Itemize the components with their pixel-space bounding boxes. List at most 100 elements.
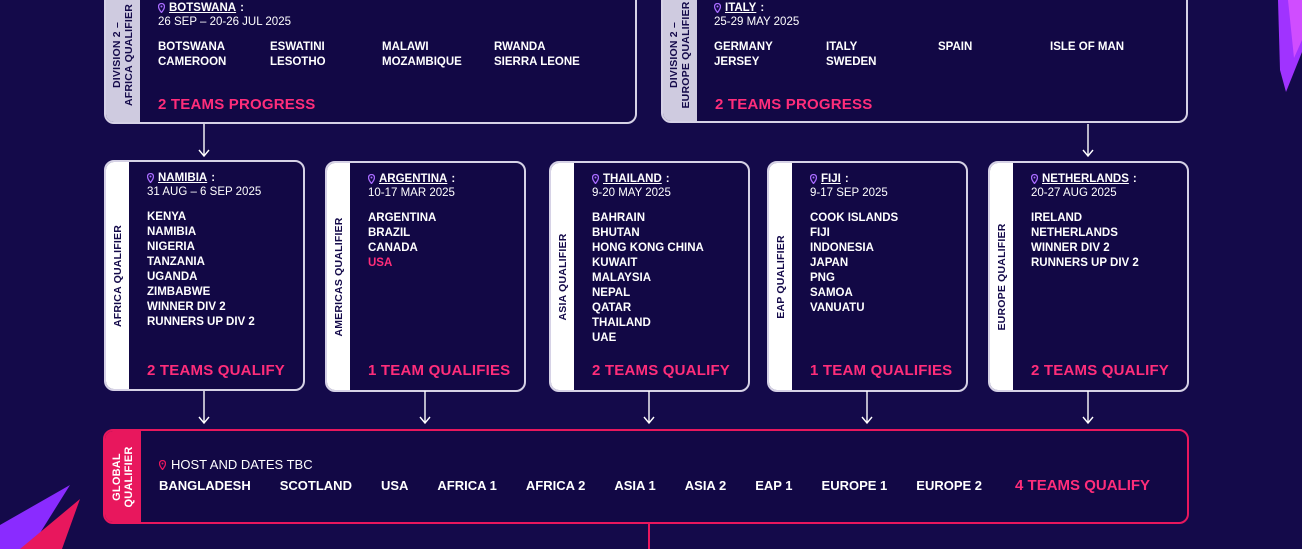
host-link[interactable]: THAILAND [603, 173, 662, 185]
div2-africa-label: DIVISION 2 – AFRICA QUALIFIER [111, 4, 135, 106]
team-name: ZIMBABWE [147, 286, 211, 298]
host-link[interactable]: ITALY [725, 2, 757, 14]
team-name: NEPAL [592, 287, 631, 299]
regional-label: AFRICA QUALIFIER [111, 224, 124, 327]
regional-label: AMERICAS QUALIFIER [332, 216, 345, 337]
arrow-down-icon [643, 391, 655, 425]
connector-line [648, 523, 650, 549]
team-name: SAMOA [810, 287, 853, 299]
team-name: EUROPE 1 [821, 478, 888, 493]
team-name: AFRICA 1 [437, 478, 497, 493]
team-name: WINNER DIV 2 [147, 301, 226, 313]
team-name: PNG [810, 272, 835, 284]
location: HOST AND DATES TBC [159, 457, 313, 472]
result-text: 1 TEAM QUALIFIES [810, 362, 953, 379]
team-name: BHUTAN [592, 227, 640, 239]
regional-eap-box: EAP QUALIFIER FIJI: 9-17 SEP 2025 COOK I… [767, 161, 968, 392]
team-name: ARGENTINA [368, 212, 437, 224]
dates: 25-29 MAY 2025 [714, 16, 800, 28]
team-name: UGANDA [147, 271, 198, 283]
regional-label: EAP QUALIFIER [774, 234, 787, 319]
regional-label: EUROPE QUALIFIER [995, 222, 1008, 331]
team-name: GERMANY [714, 41, 773, 53]
team-name: MALAYSIA [592, 272, 651, 284]
host-link[interactable]: ARGENTINA [379, 173, 448, 185]
div2-africa-label-strip: DIVISION 2 – AFRICA QUALIFIER [106, 0, 140, 122]
arrow-down-icon [198, 124, 210, 158]
result-text: 2 TEAMS QUALIFY [147, 362, 286, 379]
team-name: VANUATU [810, 302, 865, 314]
arrow-down-icon [198, 391, 210, 425]
team-name: SPAIN [938, 41, 973, 53]
host-link[interactable]: BOTSWANA [169, 2, 237, 14]
result-text: 2 TEAMS QUALIFY [1031, 362, 1170, 379]
team-name: RUNNERS UP DIV 2 [147, 316, 255, 328]
dates: 9-17 SEP 2025 [810, 187, 888, 199]
host-text: HOST AND DATES TBC [171, 457, 313, 472]
team-name: AFRICA 2 [525, 478, 586, 493]
dates: 20-27 AUG 2025 [1031, 187, 1117, 199]
dates: 9-20 MAY 2025 [592, 187, 671, 199]
team-name: MOZAMBIQUE [382, 56, 462, 68]
team-name: ASIA 2 [684, 478, 727, 493]
dates: 10-17 MAR 2025 [368, 187, 455, 199]
location-pin-icon [158, 3, 165, 13]
team-name: EAP 1 [755, 478, 793, 493]
host-link[interactable]: FIJI [821, 173, 841, 185]
team-name: THAILAND [592, 317, 651, 329]
location-pin-icon [368, 174, 375, 184]
team-name: MALAWI [382, 41, 429, 53]
div2-europe-label: DIVISION 2 – EUROPE QUALIFIER [668, 0, 692, 109]
team-name: HONG KONG CHINA [592, 242, 704, 254]
team-name: USA [380, 478, 409, 493]
team-name: JAPAN [810, 257, 849, 269]
location-pin-icon [810, 174, 817, 184]
regional-americas-box: AMERICAS QUALIFIER ARGENTINA: 10-17 MAR … [325, 161, 526, 392]
team-name: NIGERIA [147, 241, 195, 253]
result-text: 4 TEAMS QUALIFY [1015, 477, 1151, 494]
team-name: IRELAND [1031, 212, 1083, 224]
team-name: CANADA [368, 242, 418, 254]
global-label: GLOBAL QUALIFIER [111, 445, 135, 508]
team-name: JERSEY [714, 56, 760, 68]
div2-africa-box: DIVISION 2 – AFRICA QUALIFIER BOTSWANA: … [104, 0, 637, 124]
team-name: KUWAIT [592, 257, 638, 269]
team-name: WINNER DIV 2 [1031, 242, 1110, 254]
team-name: ISLE OF MAN [1050, 41, 1125, 53]
location: NETHERLANDS: [1031, 173, 1139, 185]
decorative-corner-top-right [1278, 0, 1302, 92]
location: ARGENTINA: [368, 173, 455, 185]
result-text: 1 TEAM QUALIFIES [368, 362, 511, 379]
arrow-down-icon [1082, 124, 1094, 158]
host-link[interactable]: NETHERLANDS [1042, 173, 1129, 185]
team-name: COOK ISLANDS [810, 212, 899, 224]
location: FIJI: [810, 173, 898, 185]
team-name: ESWATINI [270, 41, 325, 53]
location-pin-icon [1031, 174, 1038, 184]
team-name: SCOTLAND [279, 478, 352, 493]
regional-asia-box: ASIA QUALIFIER THAILAND: 9-20 MAY 2025 B… [549, 161, 750, 392]
team-name: TANZANIA [147, 256, 205, 268]
team-name: SIERRA LEONE [494, 56, 580, 68]
regional-europe-box: EUROPE QUALIFIER NETHERLANDS: 20-27 AUG … [988, 161, 1189, 392]
team-name: BOTSWANA [158, 41, 226, 53]
arrow-down-icon [861, 391, 873, 425]
team-name: NAMIBIA [147, 226, 197, 238]
location: NAMIBIA: [147, 172, 261, 184]
team-name: QATAR [592, 302, 632, 314]
team-name: FIJI [810, 227, 830, 239]
arrow-down-icon [1082, 391, 1094, 425]
arrow-down-icon [419, 391, 431, 425]
location-pin-icon [714, 3, 721, 13]
host-link[interactable]: NAMIBIA [158, 172, 208, 184]
team-name: EUROPE 2 [916, 478, 983, 493]
location-pin-icon [147, 173, 154, 183]
location-pin-icon [159, 459, 166, 470]
